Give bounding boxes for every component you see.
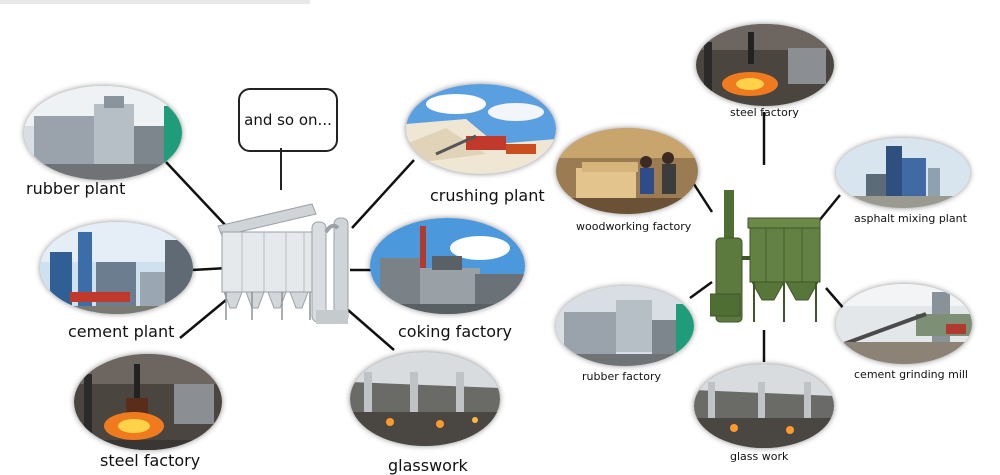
- coking-factory-photo: [370, 218, 525, 314]
- rubber-factory-photo: [556, 286, 694, 366]
- green-dust-collector: [709, 188, 828, 324]
- woodworking-label: woodworking factory: [576, 220, 692, 233]
- woodworking-photo: [556, 128, 698, 214]
- asphalt-plant-label: asphalt mixing plant: [854, 212, 967, 225]
- top-bar: [0, 0, 310, 4]
- crushing-plant-label: crushing plant: [430, 186, 545, 205]
- asphalt-plant-photo: [836, 138, 970, 208]
- cement-plant-photo: [40, 222, 193, 314]
- glass-work-label: glass work: [730, 450, 789, 463]
- bubble-text: and so on...: [244, 111, 332, 129]
- rubber-plant-label: rubber plant: [26, 179, 126, 198]
- glasswork-label: glasswork: [388, 456, 468, 475]
- crushing-plant-photo: [406, 84, 556, 174]
- cement-plant-label: cement plant: [68, 322, 175, 341]
- bubble-tail: [280, 148, 282, 190]
- rubber-plant-photo: [24, 86, 182, 180]
- steel-factory-photo-left: [74, 354, 222, 450]
- coking-factory-label: coking factory: [398, 322, 513, 341]
- baghouse-dust-collector: [212, 192, 360, 328]
- rubber-factory-label: rubber factory: [582, 370, 661, 383]
- cement-mill-label: cement grinding mill: [854, 368, 968, 381]
- steel-factory-label-left: steel factory: [100, 451, 201, 470]
- cement-mill-photo: [836, 284, 972, 364]
- and-so-on-bubble: and so on...: [238, 88, 338, 152]
- glass-work-photo: [694, 364, 834, 448]
- glasswork-photo: [350, 352, 500, 446]
- steel-factory-label-right: steel factory: [730, 106, 799, 119]
- steel-factory-photo-right: [696, 24, 834, 106]
